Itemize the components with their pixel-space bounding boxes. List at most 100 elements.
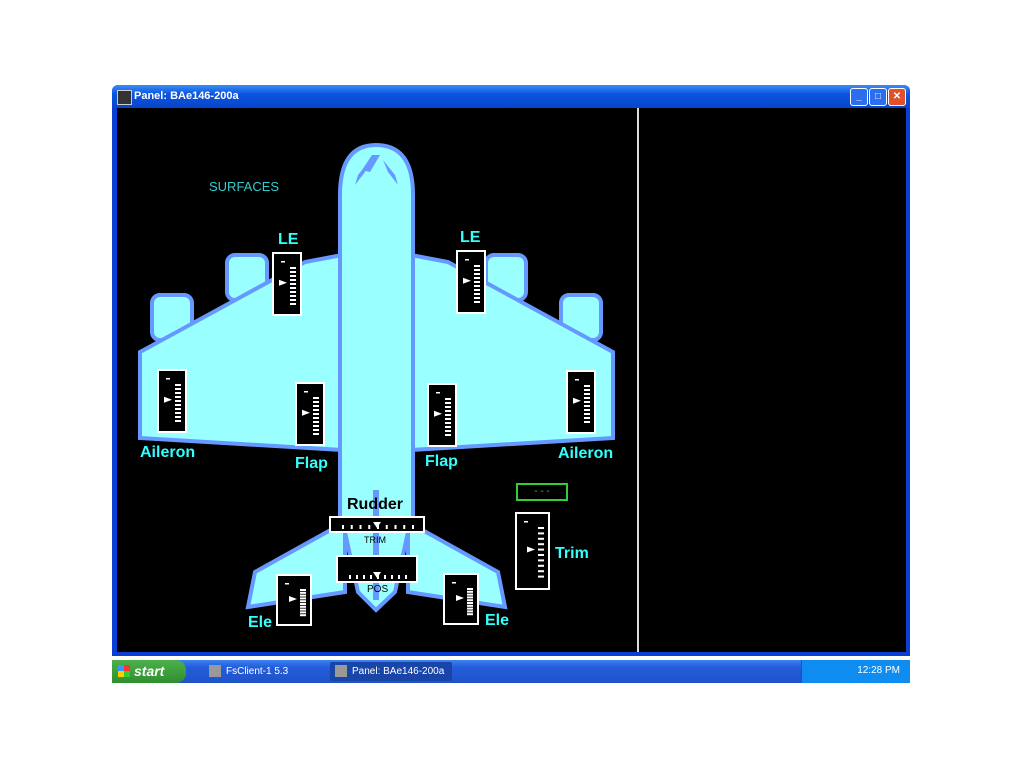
gauge-tick [290, 283, 296, 285]
gauge-tick [584, 401, 590, 403]
gauge-tick [394, 525, 397, 529]
gauge-tick [175, 404, 181, 406]
le-left-gauge [272, 252, 302, 316]
panel-icon [335, 665, 347, 677]
gauge-tick [474, 293, 480, 295]
gauge-tick [300, 614, 306, 617]
gauge-tick [290, 295, 296, 297]
gauge-tick [445, 418, 451, 420]
gauge-tick [445, 430, 451, 432]
gauge-tick [538, 543, 544, 546]
rudder-trim-label: TRIM [364, 535, 386, 545]
gauge-tick [474, 289, 480, 291]
maximize-button[interactable]: □ [869, 88, 887, 106]
gauge-pointer [373, 522, 381, 528]
gauge-pointer [289, 596, 297, 602]
start-label: start [134, 663, 165, 679]
gauge-tick [445, 398, 451, 400]
gauge-tick [398, 575, 400, 579]
gauge-tick [300, 611, 306, 614]
fsclient-icon [209, 665, 221, 677]
gauge-tick [281, 261, 285, 263]
gauge-tick [175, 416, 181, 418]
gauge-tick [584, 389, 590, 391]
gauge-tick [445, 426, 451, 428]
gauge-tick [538, 548, 544, 551]
gauge-tick [313, 409, 319, 411]
gauge-tick [538, 559, 544, 562]
gauge-tick [538, 537, 544, 540]
gauge-tick [391, 575, 393, 579]
gauge-tick [368, 525, 371, 529]
le-right-label: LE [460, 229, 481, 246]
gauge-tick [300, 600, 306, 603]
surfaces-heading: SURFACES [209, 179, 280, 194]
gauge-tick [538, 570, 544, 573]
gauge-tick [467, 613, 473, 616]
gauge-tick [584, 397, 590, 399]
flap-right-gauge [427, 383, 457, 447]
ele-left-label: Ele [248, 614, 273, 631]
gauge-tick [290, 279, 296, 281]
gauge-tick [467, 607, 473, 610]
gauge-tick [474, 285, 480, 287]
gauge-tick [584, 393, 590, 395]
gauge-tick [467, 593, 473, 596]
start-button[interactable]: start [112, 660, 186, 683]
gauge-tick [436, 392, 440, 394]
gauge-tick [300, 608, 306, 611]
gauge-pointer [434, 410, 442, 417]
trim-gauge [515, 512, 550, 590]
gauge-pointer [164, 396, 172, 403]
rudder-pos-label: POS [367, 584, 389, 595]
gauge-tick [467, 599, 473, 602]
gauge-tick [474, 277, 480, 279]
gauge-tick [313, 421, 319, 423]
gauge-tick [350, 525, 353, 529]
gauge-tick [175, 420, 181, 422]
gauge-tick [175, 400, 181, 402]
minimize-button[interactable]: _ [850, 88, 868, 106]
flap-left-label: Flap [295, 455, 328, 472]
gauge-tick [584, 405, 590, 407]
gauge-tick [313, 433, 319, 435]
rudder-label: Rudder [347, 496, 403, 513]
gauge-pointer [527, 546, 535, 553]
gauge-tick [538, 532, 544, 535]
title-bar[interactable]: Panel: BAe146-200a _ □ ✕ [112, 85, 910, 108]
aileron-right-gauge [566, 370, 596, 434]
gauge-tick [342, 525, 344, 529]
gauge-tick [285, 583, 289, 585]
gauge-tick [467, 602, 473, 604]
gauge-tick [538, 564, 544, 567]
gauge-tick [474, 273, 480, 275]
gauge-tick [290, 291, 296, 293]
gauge-tick [290, 271, 296, 273]
gauge-tick [538, 575, 544, 578]
ele-right-label: Ele [485, 612, 510, 629]
divider [637, 108, 639, 652]
gauge-tick [584, 409, 590, 411]
gauge-tick [313, 417, 319, 419]
gauge-tick [452, 582, 456, 584]
gauge-tick [474, 269, 480, 271]
gauge-tick [467, 596, 473, 599]
gauge-tick [445, 410, 451, 412]
task-fsclient[interactable]: FsClient-1 5.3 [204, 662, 326, 681]
gauge-pointer [302, 409, 310, 416]
gauge-tick [445, 406, 451, 408]
gauge-tick [300, 589, 306, 591]
gauge-tick [467, 604, 473, 607]
trim-label: Trim [555, 545, 589, 562]
close-button[interactable]: ✕ [888, 88, 906, 106]
gauge-tick [584, 385, 590, 387]
cockpit-window [355, 160, 370, 185]
le-right-gauge [456, 250, 486, 314]
gauge-tick [290, 287, 296, 289]
gauge-tick [467, 610, 473, 613]
gauge-tick [313, 425, 319, 427]
gauge-tick [445, 414, 451, 416]
gauge-tick [403, 525, 406, 529]
task-panel[interactable]: Panel: BAe146-200a [330, 662, 452, 681]
